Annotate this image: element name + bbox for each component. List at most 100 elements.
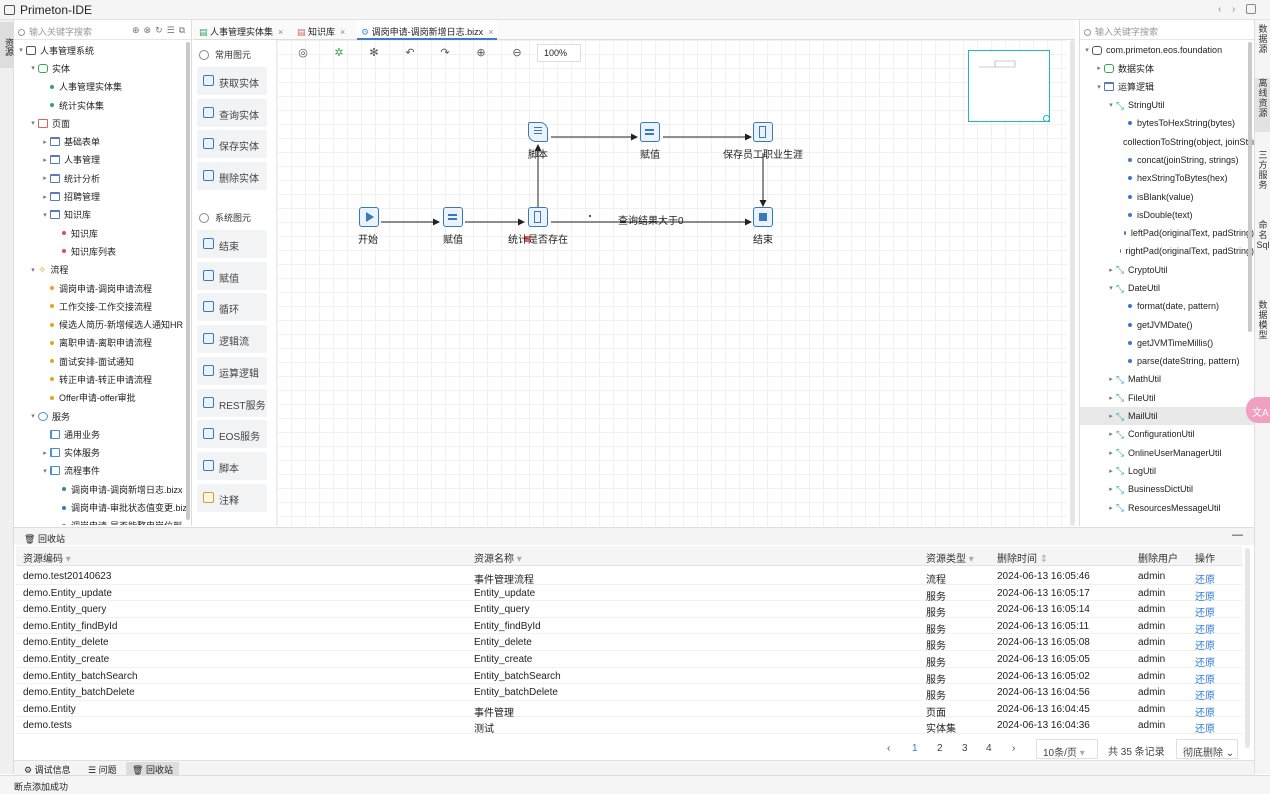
minimap[interactable] — [968, 50, 1050, 122]
restore-link[interactable]: 还原 — [1195, 658, 1215, 669]
rail-tab-named-sql[interactable]: 命名Sql — [1256, 220, 1270, 250]
tab-recycle-bin[interactable]: 🗑 回收站 — [126, 762, 179, 775]
tree-item[interactable]: ▸⤡BusinessDictUtil — [1080, 480, 1254, 498]
tree-item[interactable]: leftPad(originalText, padString) — [1080, 224, 1254, 242]
expand-arrow-icon[interactable]: ▸ — [1109, 504, 1113, 512]
expand-arrow-icon[interactable]: ▾ — [1109, 102, 1113, 110]
redo-icon[interactable]: ↷ — [440, 47, 450, 59]
rail-tab-offline-resources[interactable]: 离线资源 — [1255, 78, 1270, 132]
nav-back-icon[interactable]: ‹ — [1218, 4, 1222, 15]
close-icon[interactable]: × — [488, 27, 494, 37]
expand-arrow-icon[interactable]: ▾ — [1085, 47, 1089, 55]
tree-item[interactable]: isDouble(text) — [1080, 206, 1254, 224]
palette-item[interactable]: EOS服务 — [197, 420, 267, 449]
palette-item[interactable]: 查询实体 — [197, 98, 267, 127]
tree-item[interactable]: ▸⤡OnlineUserManagerUtil — [1080, 444, 1254, 462]
expand-arrow-icon[interactable]: ▸ — [1109, 376, 1113, 384]
col-type[interactable]: 资源类型 ▾ — [926, 554, 974, 565]
tree-item[interactable]: 调岗申请-调岗申请流程 — [14, 279, 191, 297]
close-icon[interactable]: × — [278, 27, 284, 37]
tree-item[interactable]: 离职申请-离职申请流程 — [14, 334, 191, 352]
node-save[interactable] — [753, 122, 773, 142]
restore-link[interactable]: 还原 — [1195, 624, 1215, 636]
tree-item[interactable]: ▸⤡MathUtil — [1080, 370, 1254, 388]
restore-link[interactable]: 还原 — [1195, 608, 1215, 620]
flow-canvas[interactable] — [277, 40, 1067, 526]
canvas-scrollbar[interactable] — [1070, 40, 1075, 526]
tree-item[interactable]: concat(joinString, strings) — [1080, 151, 1254, 169]
expand-arrow-icon[interactable]: ▸ — [1109, 431, 1113, 439]
tree-item[interactable]: ▾⤡StringUtil — [1080, 96, 1254, 114]
expand-arrow-icon[interactable]: ▸ — [1109, 413, 1113, 421]
tree-item[interactable]: ▾页面 — [14, 114, 191, 132]
zoom-in-icon[interactable]: ⊕ — [476, 47, 486, 59]
restore-link[interactable]: 还原 — [1195, 691, 1215, 703]
node-end[interactable] — [753, 207, 773, 227]
tree-item[interactable]: ▸基础表单 — [14, 132, 191, 150]
expand-arrow-icon[interactable]: ▾ — [43, 467, 47, 475]
tree-item[interactable]: ▸⤡ConfigurationUtil — [1080, 425, 1254, 443]
close-icon[interactable]: × — [340, 27, 346, 37]
expand-arrow-icon[interactable]: ▸ — [1109, 486, 1113, 494]
next-page-icon[interactable]: › — [1012, 743, 1016, 754]
expand-arrow-icon[interactable]: ▸ — [43, 138, 47, 146]
expand-arrow-icon[interactable]: ▸ — [43, 193, 47, 201]
tree-item[interactable]: ▸统计分析 — [14, 169, 191, 187]
tree-item[interactable]: ▸⤡ResourcesMessageUtil — [1080, 498, 1254, 516]
col-time[interactable]: 删除时间 ⇕ — [997, 554, 1049, 565]
tree-item[interactable]: ▸招聘管理 — [14, 187, 191, 205]
palette-item[interactable]: 注释 — [197, 483, 267, 512]
page-1[interactable]: 1 — [912, 743, 918, 754]
palette-item[interactable]: 结束 — [197, 230, 267, 258]
minimize-icon[interactable]: — — [1232, 529, 1243, 541]
tree-item[interactable]: rightPad(originalText, padString) — [1080, 242, 1254, 260]
tree-item[interactable]: 转正申请-转正申请流程 — [14, 370, 191, 388]
tree-item[interactable]: 人事管理实体集 — [14, 78, 191, 96]
tree-item[interactable]: collectionToString(object, joinString) — [1080, 132, 1254, 150]
tree-item[interactable]: ▾⤡DateUtil — [1080, 279, 1254, 297]
tab-entity-set[interactable]: ▤ 人事管理实体集× — [199, 27, 284, 37]
expand-arrow-icon[interactable]: ▾ — [31, 65, 35, 73]
palette-item[interactable]: 删除实体 — [197, 162, 267, 191]
tab-knowledge[interactable]: ▤ 知识库× — [297, 27, 346, 37]
filter-icon[interactable]: ▾ — [65, 554, 71, 565]
bug-icon[interactable]: ✻ — [369, 47, 379, 59]
tree-item[interactable]: isBlank(value) — [1080, 187, 1254, 205]
tree-item[interactable]: getJVMTimeMillis() — [1080, 334, 1254, 352]
undo-icon[interactable]: ↶ — [405, 47, 415, 59]
tree-item[interactable]: 统计实体集 — [14, 96, 191, 114]
expand-arrow-icon[interactable]: ▸ — [1109, 394, 1113, 402]
restore-link[interactable]: 还原 — [1195, 591, 1215, 603]
tree-item[interactable]: parse(dateString, pattern) — [1080, 352, 1254, 370]
expand-arrow-icon[interactable]: ▾ — [1097, 83, 1101, 91]
nav-forward-icon[interactable]: › — [1232, 4, 1236, 15]
node-assign-1[interactable] — [443, 207, 463, 227]
window-icon[interactable] — [1246, 4, 1256, 14]
tree-item[interactable]: ▾知识库 — [14, 206, 191, 224]
filter-icon[interactable]: ▾ — [516, 554, 522, 565]
expand-arrow-icon[interactable]: ▸ — [43, 449, 47, 457]
col-code[interactable]: 资源编码 ▾ — [23, 554, 71, 565]
expand-arrow-icon[interactable]: ▾ — [43, 211, 47, 219]
palette-item[interactable]: 获取实体 — [197, 67, 267, 95]
node-check[interactable] — [528, 207, 548, 227]
node-script[interactable] — [528, 122, 548, 142]
select-icon[interactable]: ◎ — [298, 47, 308, 59]
tree-item[interactable]: ▾运算逻辑 — [1080, 78, 1254, 96]
resources-rail-tab[interactable]: 资源 — [0, 22, 14, 68]
explorer-scrollbar[interactable] — [186, 42, 190, 520]
restore-link[interactable]: 还原 — [1195, 724, 1215, 736]
node-assign-2[interactable] — [640, 122, 660, 142]
minimap-handle[interactable] — [1043, 115, 1050, 122]
table-scrollbar[interactable] — [1245, 548, 1250, 748]
palette-item[interactable]: 逻辑流 — [197, 325, 267, 354]
tree-item[interactable]: ▸数据实体 — [1080, 59, 1254, 77]
palette-item[interactable]: 循环 — [197, 293, 267, 322]
tree-item[interactable]: 面试安排-面试通知 — [14, 352, 191, 370]
restore-link[interactable]: 还原 — [1195, 674, 1215, 686]
palette-common-header[interactable]: 常用图元 — [199, 48, 251, 61]
expand-arrow-icon[interactable]: ▾ — [1109, 285, 1113, 292]
explorer-search-input[interactable]: 输入关键字搜索 — [29, 27, 93, 37]
tree-item[interactable]: ▸⤡CryptoUtil — [1080, 261, 1254, 279]
purge-button[interactable]: 彻底删除 ⌄ — [1176, 739, 1238, 759]
